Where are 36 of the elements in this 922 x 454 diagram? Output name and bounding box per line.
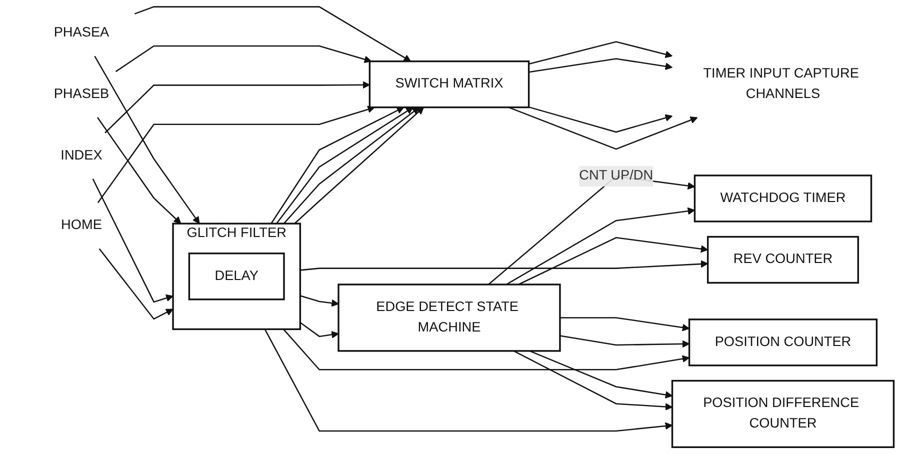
arrow	[300, 260, 708, 271]
arrow	[518, 236, 708, 286]
arrow	[528, 41, 673, 65]
arrow	[300, 295, 339, 307]
node-box	[338, 284, 561, 352]
arrow	[98, 248, 174, 320]
arrow	[528, 58, 673, 73]
arrow	[300, 322, 339, 338]
node-text: HOME	[61, 218, 102, 233]
arrow	[506, 207, 696, 286]
arrow	[282, 328, 690, 370]
arrow	[529, 350, 673, 398]
arrow	[97, 117, 182, 224]
arrow	[104, 81, 370, 134]
arrow	[513, 350, 673, 410]
node-box	[688, 318, 878, 366]
arrow	[92, 178, 174, 303]
node-box	[694, 174, 872, 222]
node-text: PHASEA	[54, 26, 110, 40]
node-text: INDEX	[60, 148, 102, 163]
node-text: TIMER INPUT CAPTURE CHANNELS	[703, 66, 859, 102]
arrow	[134, 6, 412, 62]
arrow	[560, 335, 690, 348]
arrow	[528, 106, 673, 133]
node-box	[368, 60, 530, 108]
arrow	[560, 317, 690, 332]
node-box	[188, 252, 285, 300]
node-box	[706, 236, 859, 284]
cluster	[172, 222, 302, 330]
node-text: PHASEB	[54, 86, 110, 102]
arrow	[94, 56, 200, 224]
arrow	[264, 328, 673, 432]
node-box	[671, 380, 895, 448]
arrow	[508, 106, 698, 150]
arrow	[115, 45, 372, 72]
arrow	[97, 106, 375, 204]
